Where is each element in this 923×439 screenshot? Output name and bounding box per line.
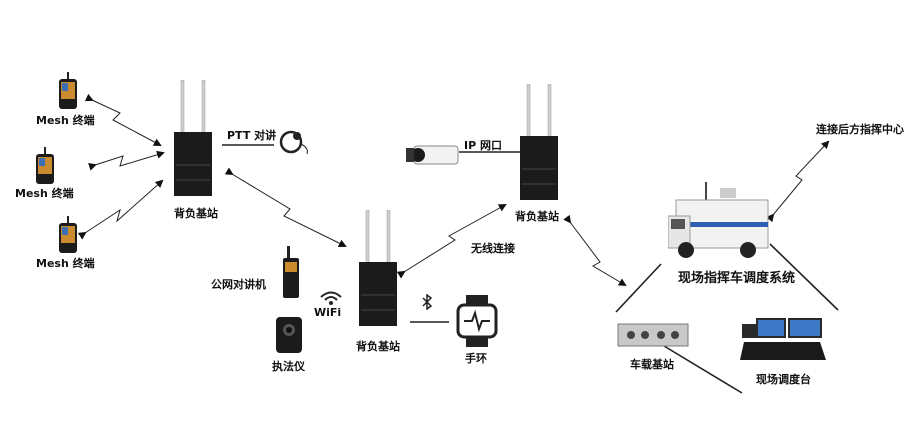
wireless-link-bs2-bs3 xyxy=(396,204,507,279)
command-center-label: 连接后方指挥中心 xyxy=(816,123,904,136)
dispatch-console-label: 现场调度台 xyxy=(756,373,811,386)
mesh-terminal-icon xyxy=(59,72,77,109)
vehicle-base-to-console-link xyxy=(663,345,743,394)
ip-port-label: IP 网口 xyxy=(464,139,502,152)
vehicle-system-label: 现场指挥车调度系统 xyxy=(678,271,796,286)
backpack-base-station-icon xyxy=(520,84,558,200)
walkie-talkie-icon xyxy=(283,246,299,298)
mesh-terminal-icon xyxy=(36,147,54,184)
body-camera-icon xyxy=(276,317,302,353)
base-station-label-3: 背负基站 xyxy=(515,210,559,223)
wifi-icon xyxy=(320,291,342,305)
command-vehicle-icon xyxy=(668,182,769,258)
wristband-label: 手环 xyxy=(465,352,487,365)
wireless-link-vehicle-center xyxy=(766,140,830,223)
dispatch-console-icon xyxy=(740,318,826,360)
vehicle-base-station-icon xyxy=(617,323,689,347)
smart-wristband-icon xyxy=(456,295,498,347)
wireless-connection-label: 无线连接 xyxy=(471,242,515,255)
wireless-link-bs1-bs2 xyxy=(224,167,347,247)
wireless-link-bs3-vehicle xyxy=(563,214,627,287)
ptt-headset-icon xyxy=(279,130,308,155)
wireless-link-mesh2-bs1 xyxy=(88,150,165,171)
mesh-terminal-label-3: Mesh 终端 xyxy=(36,257,95,270)
recorder-label: 执法仪 xyxy=(272,360,305,373)
wireless-link-mesh3-bs1 xyxy=(77,179,164,240)
mesh-terminal-icon xyxy=(59,216,77,253)
base-station-label-2: 背负基站 xyxy=(356,340,400,353)
mesh-terminal-label-2: Mesh 终端 xyxy=(15,187,74,200)
ip-camera-icon xyxy=(406,145,459,165)
public-radio-label: 公网对讲机 xyxy=(211,278,266,291)
mesh-terminal-label-1: Mesh 终端 xyxy=(36,114,95,127)
vehicle-link-right xyxy=(769,243,839,311)
wifi-label: WiFi xyxy=(314,306,342,319)
backpack-base-station-icon xyxy=(174,80,212,196)
bluetooth-icon xyxy=(422,294,433,310)
base-station-label-1: 背负基站 xyxy=(174,207,218,220)
vehicle-base-station-label: 车载基站 xyxy=(630,358,674,371)
wireless-link-mesh1-bs1 xyxy=(84,93,162,146)
ptt-label: PTT 对讲 xyxy=(227,129,277,142)
backpack-base-station-icon xyxy=(359,210,397,326)
vehicle-link-left xyxy=(615,263,662,313)
